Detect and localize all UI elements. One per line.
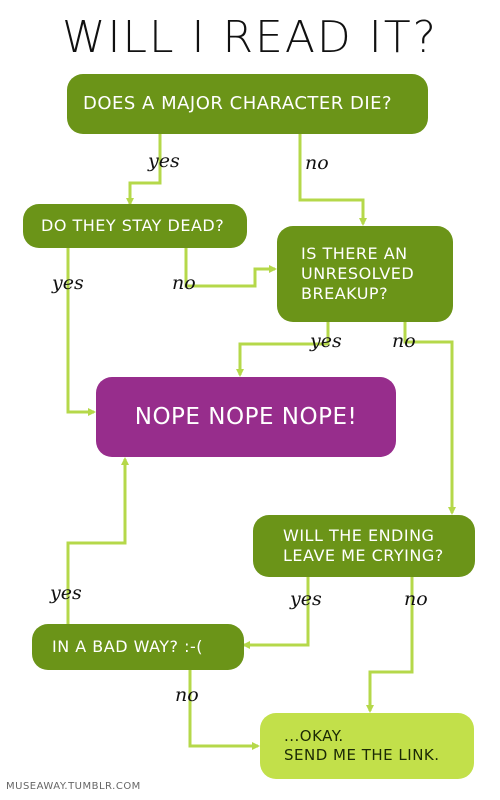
page-title: WILL I READ IT? (61, 12, 438, 63)
label-bad-no: no (175, 684, 199, 706)
label-breakup-no: no (392, 330, 416, 352)
edge-major-yes (126, 134, 162, 206)
node-unresolved-breakup-text: IS THERE AN UNRESOLVED BREAKUP? (301, 244, 415, 303)
node-okay-send-link-text: ...OKAY. SEND ME THE LINK. (284, 727, 440, 764)
edge-crying-no (366, 577, 414, 713)
edge-dead-yes (66, 248, 96, 416)
edge-breakup-no (403, 322, 456, 515)
node-nope: NOPE NOPE NOPE! (96, 377, 396, 457)
node-stay-dead-text: DO THEY STAY DEAD? (41, 216, 225, 235)
label-major-yes: yes (148, 150, 180, 172)
node-major-character-die-text: DOES A MAJOR CHARACTER DIE? (83, 92, 393, 114)
edge-dead-no (184, 248, 277, 288)
label-major-no: no (305, 152, 329, 174)
label-breakup-yes: yes (310, 330, 342, 352)
node-okay-send-link: ...OKAY. SEND ME THE LINK. (260, 713, 474, 779)
node-bad-way-text: IN A BAD WAY? :-( (52, 637, 204, 656)
label-crying-yes: yes (290, 588, 322, 610)
credit-text: MUSEAWAY.TUMBLR.COM (6, 781, 141, 792)
node-bad-way: IN A BAD WAY? :-( (32, 624, 244, 670)
edge-crying-yes (242, 577, 310, 649)
label-dead-no: no (172, 272, 196, 294)
edge-major-no (298, 134, 367, 226)
label-dead-yes: yes (52, 272, 84, 294)
node-major-character-die: DOES A MAJOR CHARACTER DIE? (67, 74, 428, 134)
node-unresolved-breakup: IS THERE AN UNRESOLVED BREAKUP? (277, 226, 453, 322)
edge-bad-yes (66, 457, 129, 624)
node-nope-text: NOPE NOPE NOPE! (134, 403, 358, 430)
edge-bad-no (188, 670, 260, 750)
node-ending-crying: WILL THE ENDING LEAVE ME CRYING? (253, 515, 475, 577)
node-ending-crying-text: WILL THE ENDING LEAVE ME CRYING? (283, 526, 444, 565)
edge-breakup-yes (236, 322, 330, 377)
label-bad-yes: yes (50, 582, 82, 604)
node-stay-dead: DO THEY STAY DEAD? (23, 204, 247, 248)
label-crying-no: no (404, 588, 428, 610)
